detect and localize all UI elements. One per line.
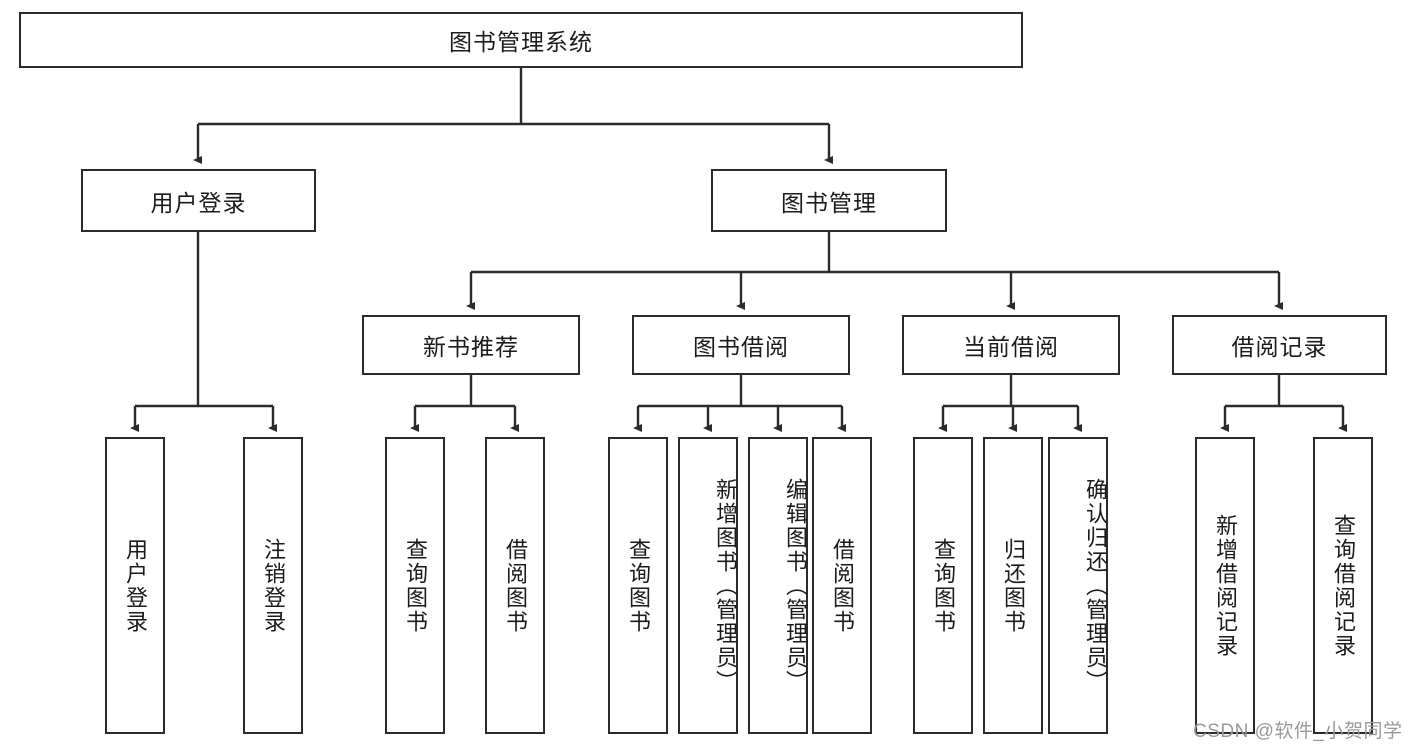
node-new-book-recommend[interactable]: 新书推荐: [362, 315, 580, 375]
leaf-query-book-borrow[interactable]: 查询图书: [608, 437, 668, 734]
node-borrow-record[interactable]: 借阅记录: [1172, 315, 1387, 375]
node-book-management[interactable]: 图书管理: [711, 169, 947, 232]
node-book-borrow[interactable]: 图书借阅: [632, 315, 850, 375]
edge-group-new-book-recommend: [410, 375, 519, 432]
csdn-watermark: CSDN @软件_小贺同学: [1193, 721, 1403, 742]
leaf-borrow-book[interactable]: 借阅图书: [812, 437, 872, 734]
edge-group-root: [193, 68, 833, 164]
leaf-query-book-recommend[interactable]: 查询图书: [385, 437, 445, 734]
leaf-edit-book-admin[interactable]: 编辑图书（管理员）: [748, 437, 808, 734]
edge-group-user-login: [130, 232, 277, 432]
leaf-query-book-current[interactable]: 查询图书: [913, 437, 973, 734]
edge-group-current-borrow: [938, 375, 1082, 432]
leaf-user-login[interactable]: 用户登录: [105, 437, 165, 734]
leaf-confirm-return-admin[interactable]: 确认归还（管理员）: [1048, 437, 1108, 734]
leaf-query-borrow-record[interactable]: 查询借阅记录: [1313, 437, 1373, 734]
leaf-logout[interactable]: 注销登录: [243, 437, 303, 734]
leaf-borrow-book-recommend[interactable]: 借阅图书: [485, 437, 545, 734]
node-root[interactable]: 图书管理系统: [19, 12, 1023, 68]
leaf-add-book-admin[interactable]: 新增图书（管理员）: [678, 437, 738, 734]
node-user-login[interactable]: 用户登录: [81, 169, 316, 232]
node-current-borrow[interactable]: 当前借阅: [902, 315, 1120, 375]
edge-group-book-borrow: [633, 375, 846, 432]
edge-group-borrow-record: [1220, 375, 1347, 432]
leaf-add-borrow-record[interactable]: 新增借阅记录: [1195, 437, 1255, 734]
leaf-return-book[interactable]: 归还图书: [983, 437, 1043, 734]
edge-group-book-management: [466, 232, 1283, 310]
